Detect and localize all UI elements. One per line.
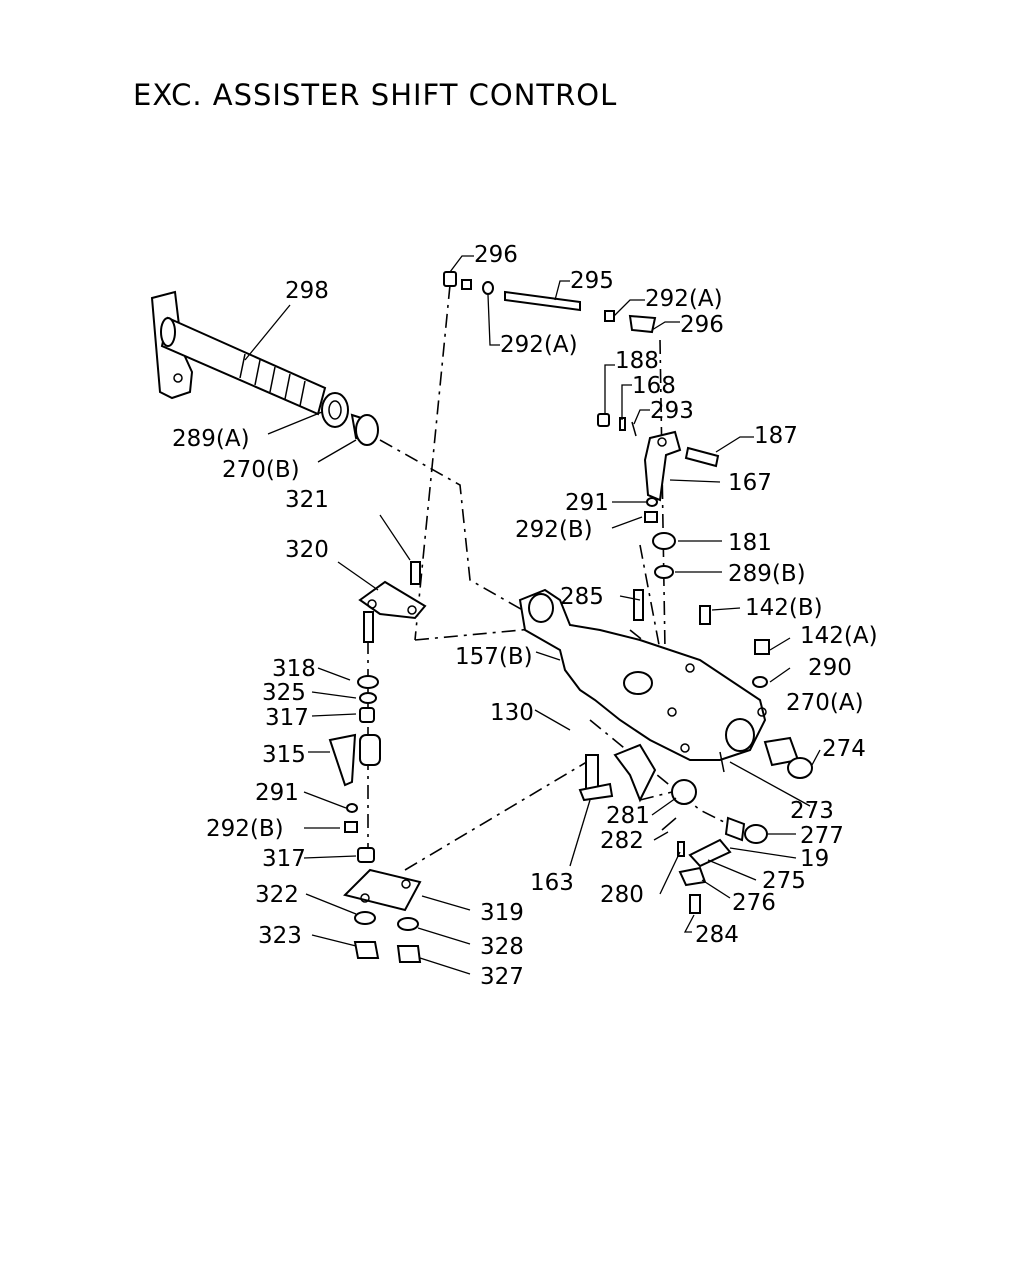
page-title: EXC. ASSISTER SHIFT CONTROL [133,78,618,112]
label-298: 298 [285,278,329,304]
label-289a: 289(A) [172,426,250,452]
label-292a-mid: 292(A) [500,332,578,358]
label-285: 285 [560,584,604,610]
assembly-lines [367,284,761,871]
label-181: 181 [728,530,772,556]
plate-319 [343,868,422,963]
label-276: 276 [732,890,776,916]
seal-289a [321,392,349,428]
label-289b: 289(B) [728,561,806,587]
label-320: 320 [285,537,329,563]
label-293: 293 [650,398,694,424]
label-317-bot: 317 [262,846,306,872]
bracket-320 [358,561,427,643]
label-327: 327 [480,964,524,990]
label-323: 323 [258,923,302,949]
label-142b: 142(B) [745,595,823,621]
label-328: 328 [480,934,524,960]
label-157b: 157(B) [455,644,533,670]
lever-167 [643,430,720,502]
label-167: 167 [728,470,772,496]
label-292b-bot: 292(B) [206,816,284,842]
label-318: 318 [272,656,316,682]
label-321: 321 [285,487,329,513]
label-295: 295 [570,268,614,294]
stack-291-292b-181-289b [644,497,676,579]
label-270a: 270(A) [786,690,864,716]
label-296: 296 [474,242,518,268]
label-168: 168 [632,373,676,399]
stack-318-325-317-315 [328,675,381,863]
label-187: 187 [754,423,798,449]
housing-157b [518,588,770,761]
label-292b-top: 292(B) [515,517,593,543]
label-315: 315 [262,742,306,768]
leader-lines [244,255,821,975]
label-317-top: 317 [265,705,309,731]
label-296-right: 296 [680,312,724,338]
label-142a: 142(A) [800,623,878,649]
label-322: 322 [255,882,299,908]
label-280: 280 [600,882,644,908]
label-273: 273 [790,798,834,824]
label-292a-top: 292(A) [645,286,723,312]
rod-295-group [443,271,657,334]
fork-130-pin-163 [578,743,725,803]
label-188: 188 [615,348,659,374]
label-290: 290 [808,655,852,681]
bushings-270a-274 [763,736,813,779]
small-parts-188-168-293 [597,413,637,437]
label-130: 130 [490,700,534,726]
detent-parts [661,779,768,914]
shaft-298 [150,290,327,416]
label-19: 19 [800,846,829,872]
label-284: 284 [695,922,739,948]
label-275: 275 [762,868,806,894]
label-281: 281 [606,803,650,829]
label-291-top: 291 [565,490,609,516]
label-163: 163 [530,870,574,896]
label-282: 282 [600,828,644,854]
label-319: 319 [480,900,524,926]
label-277: 277 [800,823,844,849]
label-291-bot: 291 [255,780,299,806]
bushing-270b [350,413,379,446]
part-labels: 296 295 298 292(A) 296 292(A) 188 168 29… [172,242,878,990]
label-325: 325 [262,680,306,706]
label-274: 274 [822,736,866,762]
label-270b: 270(B) [222,457,300,483]
